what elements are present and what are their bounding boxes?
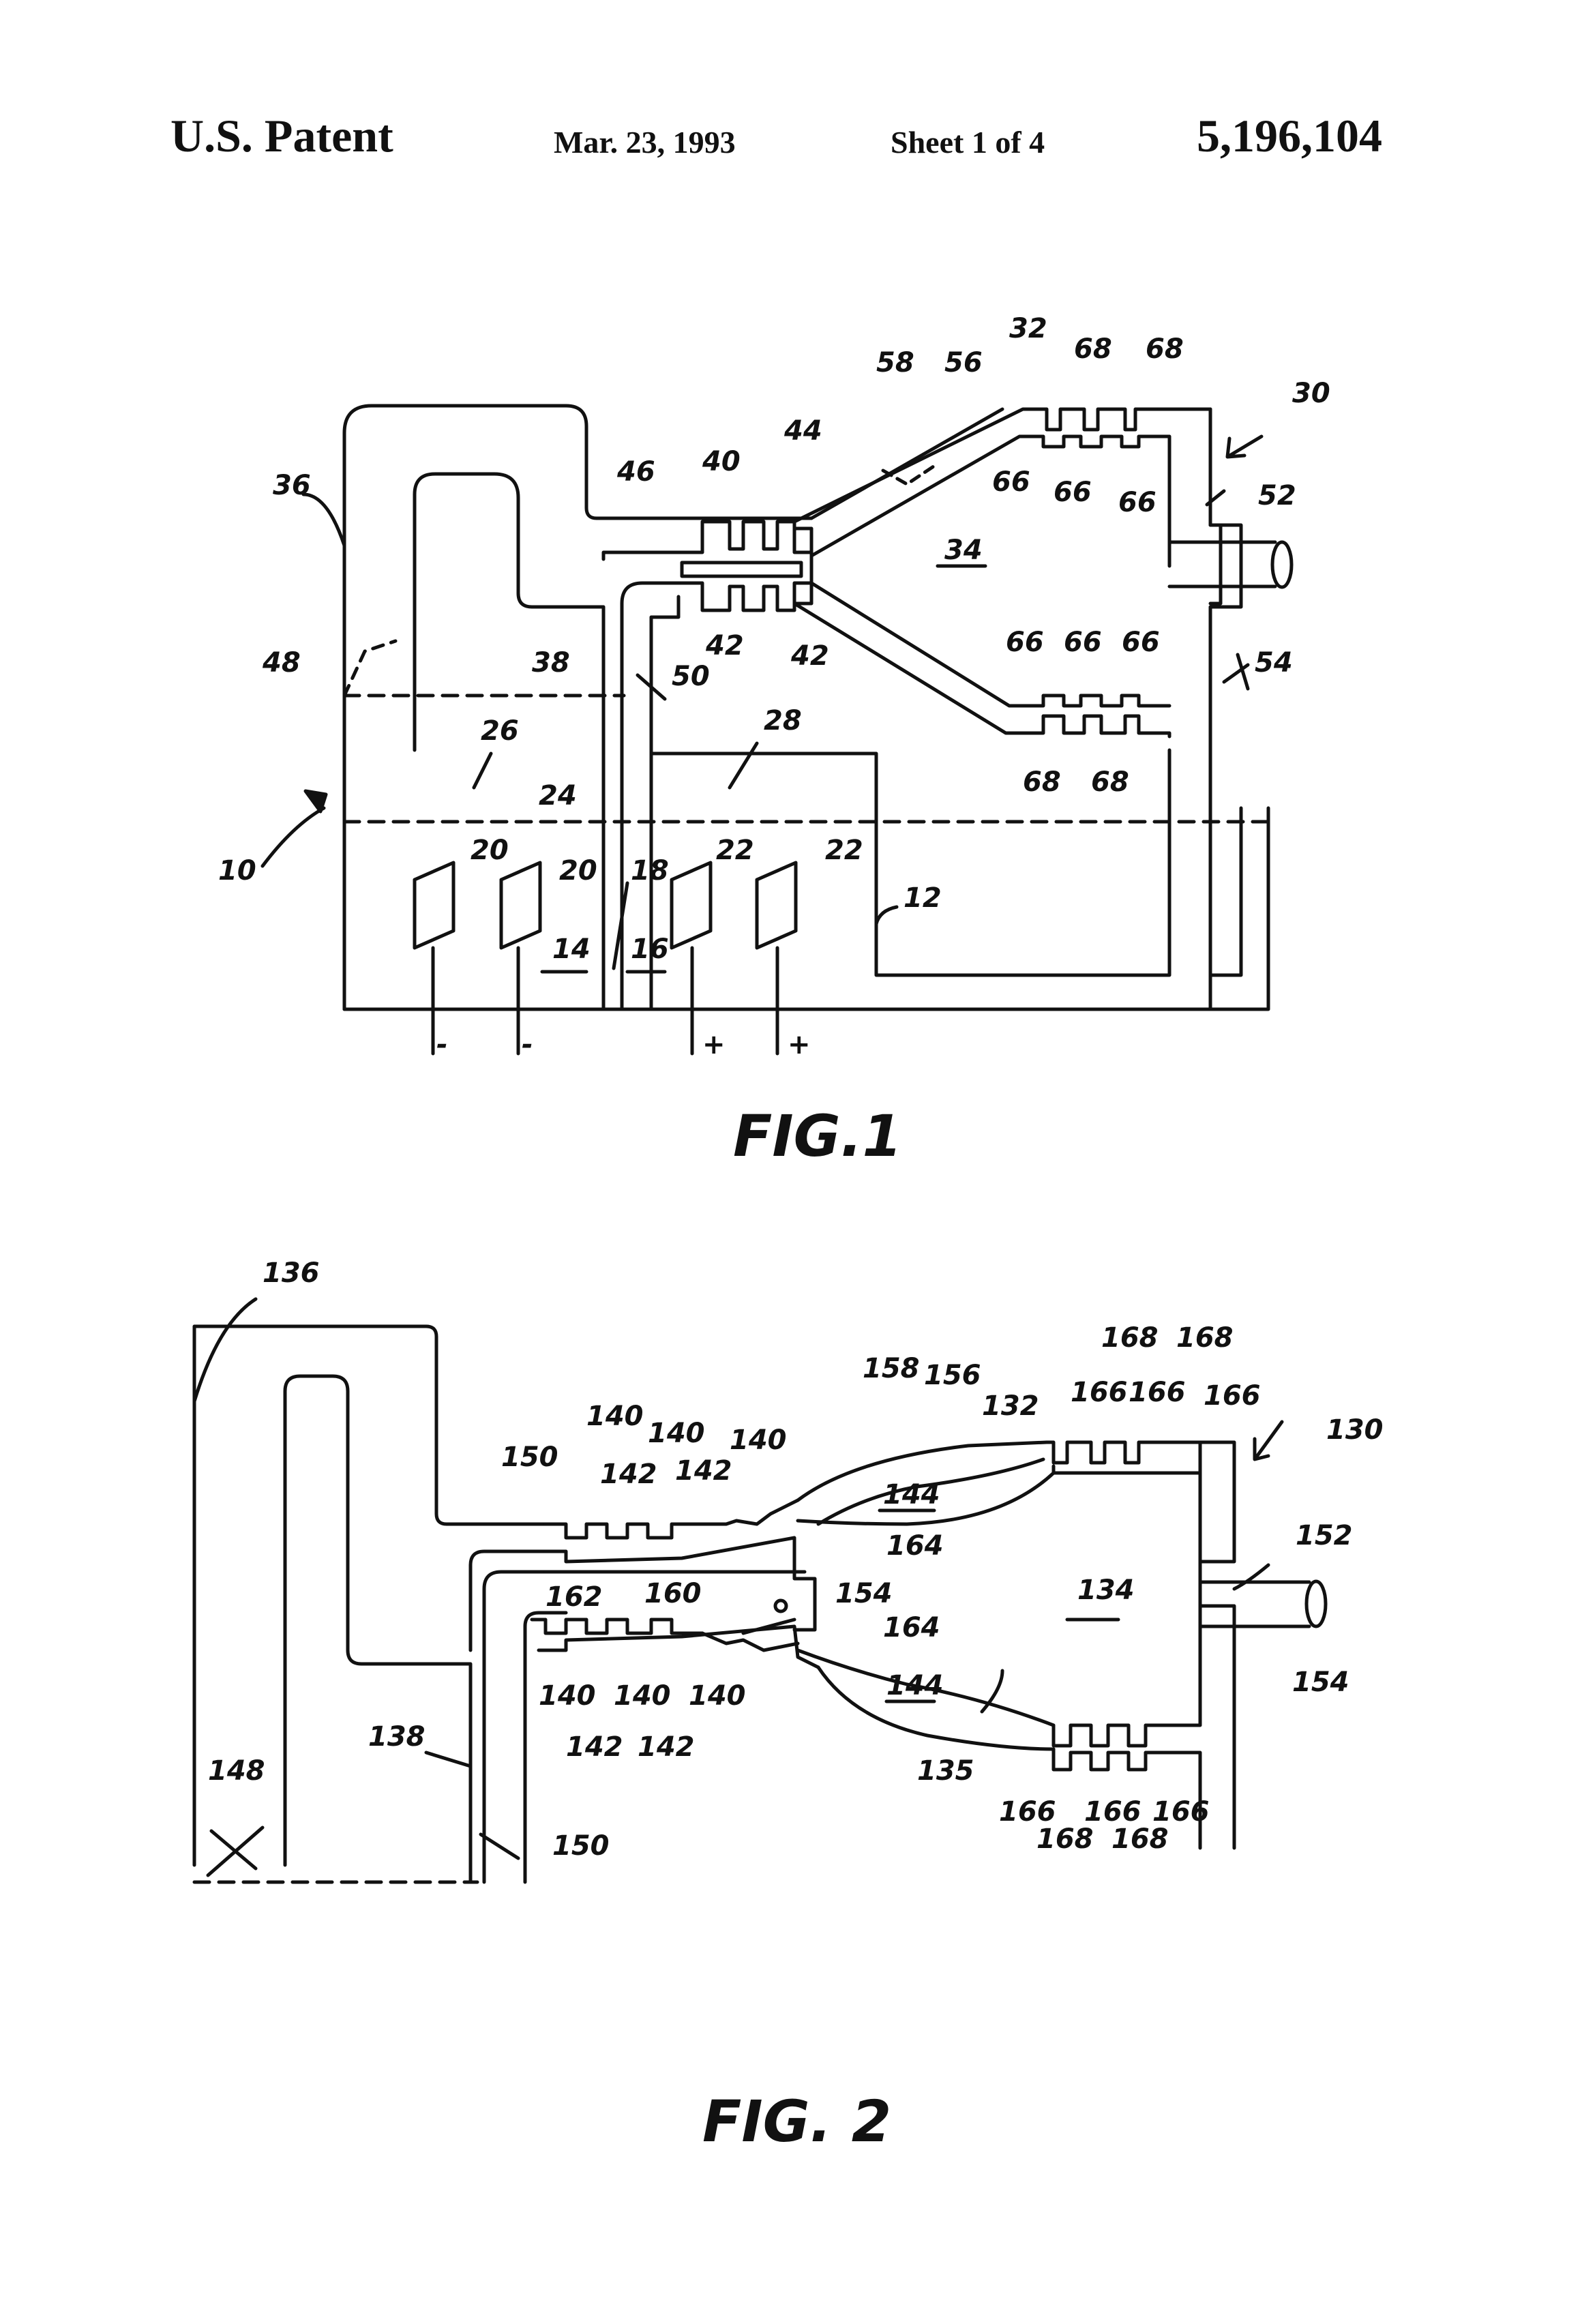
fig1-caption: FIG.1: [733, 1103, 902, 1170]
ref-66f: 66: [1122, 627, 1160, 658]
ref-130: 130: [1326, 1414, 1384, 1446]
ref-140e: 140: [614, 1680, 671, 1712]
ref-68a: 68: [1074, 333, 1112, 365]
ref-22b: 22: [825, 835, 863, 866]
terminal-plus-1: +: [702, 1029, 726, 1060]
ref-142d: 142: [638, 1731, 695, 1763]
ref-42b: 42: [790, 640, 829, 672]
ref-166c: 166: [1204, 1380, 1261, 1412]
terminal-plus-2: +: [788, 1029, 811, 1060]
ref-20a: 20: [471, 835, 509, 866]
ref-18: 18: [631, 855, 669, 887]
ref-150a: 150: [501, 1442, 558, 1473]
ref-32: 32: [1009, 313, 1047, 344]
ref-12: 12: [904, 882, 942, 914]
ref-144a: 144: [883, 1479, 940, 1510]
fig1-channel-28: [603, 552, 682, 559]
ref-48: 48: [262, 647, 301, 679]
ref-142a: 142: [600, 1459, 657, 1490]
fig2-sensor-154: [775, 1600, 786, 1611]
fig1-nozzle-manifold: [682, 522, 811, 552]
ref-24: 24: [539, 780, 577, 811]
ref-160: 160: [644, 1578, 702, 1609]
terminal-minus-2: -: [522, 1029, 533, 1060]
ref-26: 26: [481, 715, 519, 747]
ref-158: 158: [863, 1353, 920, 1384]
ref-168c: 168: [1036, 1823, 1094, 1855]
ref-140b: 140: [648, 1418, 705, 1449]
ref-38: 38: [532, 647, 570, 679]
ref-166b: 166: [1129, 1377, 1186, 1408]
ref-140f: 140: [689, 1680, 746, 1712]
ref-138: 138: [368, 1721, 426, 1753]
ref-68c: 68: [1023, 766, 1061, 798]
ref-42a: 42: [705, 630, 744, 661]
ref-134: 134: [1077, 1575, 1135, 1606]
terminal-minus-1: -: [436, 1029, 448, 1060]
ref-142c: 142: [566, 1731, 623, 1763]
ref-66c: 66: [1118, 487, 1156, 518]
ref-168d: 168: [1111, 1823, 1169, 1855]
ref-140a: 140: [586, 1401, 644, 1432]
ref-142b: 142: [675, 1455, 732, 1487]
fig1-section-56-58: [883, 464, 938, 484]
ref-166a: 166: [1071, 1377, 1128, 1408]
ref-34: 34: [944, 535, 983, 566]
ref-28: 28: [764, 705, 802, 736]
ref-68d: 68: [1091, 766, 1129, 798]
ref-154b: 154: [1292, 1667, 1349, 1698]
ref-66a: 66: [992, 466, 1030, 498]
ref-164b: 164: [883, 1612, 940, 1643]
ref-54: 54: [1255, 647, 1293, 679]
fig2-caption: FIG. 2: [702, 2088, 891, 2155]
ref-14: 14: [552, 934, 591, 965]
ref-140d: 140: [539, 1680, 596, 1712]
ref-56: 56: [944, 347, 983, 378]
ref-135: 135: [917, 1755, 974, 1787]
ref-46: 46: [616, 456, 655, 488]
ref-68b: 68: [1146, 333, 1184, 365]
ref-30: 30: [1292, 378, 1330, 409]
ref-144b: 144: [886, 1670, 944, 1701]
ref-168b: 168: [1176, 1322, 1234, 1354]
fig1-lower-wall: [811, 583, 1169, 706]
ref-66d: 66: [1006, 627, 1044, 658]
ref-154a: 154: [835, 1578, 893, 1609]
ref-66b: 66: [1054, 477, 1092, 508]
ref-148: 148: [208, 1755, 265, 1787]
ref-20b: 20: [559, 855, 597, 887]
ref-152: 152: [1296, 1520, 1353, 1551]
ref-50: 50: [672, 661, 710, 692]
ref-66e: 66: [1064, 627, 1102, 658]
ref-40: 40: [702, 446, 741, 477]
ref-162: 162: [546, 1581, 603, 1613]
ref-168a: 168: [1101, 1322, 1159, 1354]
ref-22a: 22: [716, 835, 754, 866]
ref-136: 136: [263, 1257, 320, 1289]
ref-52: 52: [1258, 480, 1296, 511]
ref-156: 156: [924, 1360, 981, 1391]
ref-58: 58: [876, 347, 914, 378]
ref-10: 10: [218, 855, 256, 887]
ref-132: 132: [982, 1390, 1039, 1422]
ref-44: 44: [783, 415, 822, 447]
ref-150b: 150: [552, 1830, 610, 1862]
fig2-channel: [285, 1376, 471, 1882]
ref-140c: 140: [730, 1425, 787, 1456]
ref-16: 16: [631, 934, 669, 965]
ref-164a: 164: [886, 1530, 944, 1562]
fig2-nozzle-manifold: [546, 1500, 798, 1538]
ref-36: 36: [273, 470, 311, 501]
fig2-chamber-lower: [798, 1606, 1200, 1746]
